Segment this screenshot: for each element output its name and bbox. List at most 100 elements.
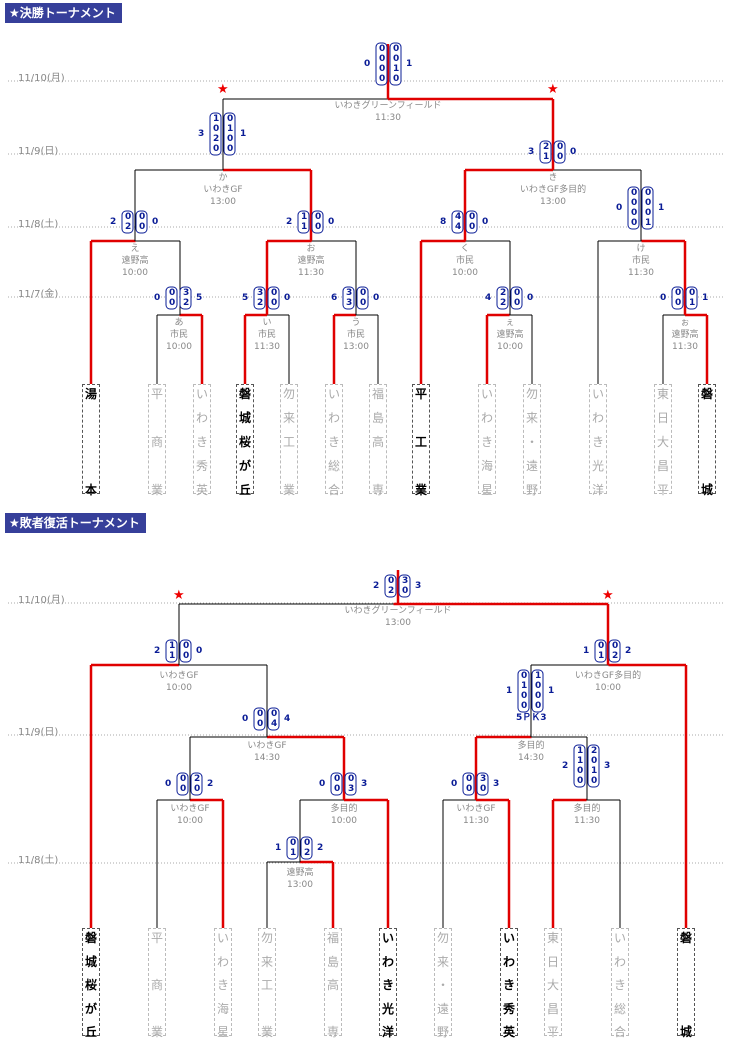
score-period-right: 0 — [348, 774, 355, 784]
date-label: 11/8(土) — [18, 219, 59, 230]
venue-line: 遠野高 — [671, 330, 699, 340]
team-char: が — [238, 459, 251, 473]
team-box: いわき総合 — [325, 384, 343, 497]
team-char: 星 — [480, 483, 493, 497]
score-period-right: 0 — [360, 288, 367, 298]
venue-line: 11:30 — [298, 268, 324, 278]
team-char: 城 — [700, 483, 713, 497]
score-period-right: 0 — [393, 44, 400, 54]
score-period-left: 0 — [125, 212, 132, 222]
venue-line: う — [351, 318, 361, 328]
score-box-left — [253, 286, 266, 310]
venue-line: く — [460, 244, 470, 254]
team-char: 商 — [150, 978, 163, 992]
score-box-right — [476, 772, 489, 796]
score-period-right: 2 — [304, 848, 311, 858]
score-period-right: 0 — [402, 586, 409, 596]
score-period-left: 0 — [466, 784, 473, 794]
team-char: わ — [480, 411, 493, 425]
venue-line: いわきGF — [203, 185, 243, 195]
team-box: いわき秀英 — [193, 384, 211, 497]
score-right-total: 4 — [284, 714, 291, 724]
venue-line: 13:00 — [343, 342, 369, 352]
score-period-right: 2 — [612, 651, 619, 661]
venue-line: か — [218, 173, 228, 183]
team-char: 平 — [414, 387, 427, 401]
team-char: 洋 — [591, 483, 604, 497]
team-char: わ — [216, 954, 229, 969]
score-right-total: 2 — [207, 779, 214, 789]
score-left-total: 2 — [286, 217, 293, 227]
score-period-right: 1 — [227, 124, 234, 134]
date-label: 11/10(月) — [18, 73, 65, 84]
team-box: 福島高専 — [369, 384, 387, 497]
score-period-right: 0 — [271, 709, 278, 719]
score-left-total: 3 — [198, 129, 205, 139]
score-period-right: 0 — [271, 298, 278, 308]
team-char: 業 — [150, 1025, 163, 1039]
team-box: 磐城 — [698, 384, 716, 497]
team-char: 平 — [150, 931, 163, 945]
team-char: 湯 — [84, 387, 97, 401]
team-char: 野 — [436, 1025, 449, 1039]
date-label: 11/9(日) — [18, 146, 59, 157]
team-char: い — [480, 387, 493, 401]
team-char: き — [613, 978, 626, 992]
team-char: き — [480, 435, 493, 449]
venue-line: お — [306, 244, 316, 254]
score-period-left: 0 — [631, 198, 638, 208]
team-char: 平 — [656, 483, 669, 497]
team-char: 日 — [546, 954, 559, 969]
score-box-right — [587, 744, 600, 788]
team-box: いわき総合 — [611, 928, 629, 1039]
team-char: 昌 — [546, 1001, 559, 1016]
score-left-total: 0 — [364, 59, 371, 69]
team-char: わ — [591, 411, 604, 425]
venue-line: いわきグリーンフィールド — [344, 606, 452, 616]
score-box-right — [465, 210, 478, 234]
venue-line: いわきGF — [159, 671, 199, 681]
team-char: 福 — [371, 387, 384, 401]
score-period-right: 0 — [183, 651, 190, 661]
score-left-total: 1 — [583, 646, 590, 656]
score-period-right: 0 — [469, 212, 476, 222]
score-period-left: 0 — [169, 298, 176, 308]
score-period-right: 0 — [514, 298, 521, 308]
team-box: いわき光洋 — [379, 928, 397, 1039]
venue-line: いわきGF — [170, 804, 210, 814]
score-period-left: 0 — [521, 701, 528, 711]
team-char: 工 — [414, 435, 427, 449]
score-period-left: 0 — [675, 298, 682, 308]
team-box: いわき海星 — [478, 384, 496, 497]
score-period-right: 0 — [689, 288, 696, 298]
star-icon: ★ — [217, 82, 229, 97]
score-period-right: 2 — [183, 298, 190, 308]
score-box-left — [286, 836, 299, 860]
team-box: 勿来・遠野 — [434, 928, 452, 1039]
score-period-left: 2 — [500, 298, 507, 308]
venue-line: け — [636, 244, 646, 254]
team-char: わ — [381, 954, 394, 969]
team-char: 日 — [656, 411, 669, 425]
score-period-left: 0 — [631, 208, 638, 218]
score-period-right: 0 — [535, 701, 542, 711]
score-right-total: 3 — [493, 779, 500, 789]
score-box-left — [573, 744, 586, 788]
score-period-right: 2 — [591, 746, 598, 756]
score-right-total: 1 — [702, 293, 709, 303]
score-period-right: 0 — [591, 776, 598, 786]
venue-line: いわきGF — [456, 804, 496, 814]
score-right-total: 2 — [317, 843, 324, 853]
team-char: 英 — [502, 1025, 515, 1039]
score-period-right: 0 — [315, 212, 322, 222]
score-period-right: 1 — [393, 64, 400, 74]
team-char: 来 — [260, 954, 273, 969]
team-char: 星 — [216, 1025, 229, 1039]
venue-line: 10:00 — [595, 683, 621, 693]
team-box: 東日大昌平 — [544, 928, 562, 1039]
team-char: い — [502, 931, 515, 945]
